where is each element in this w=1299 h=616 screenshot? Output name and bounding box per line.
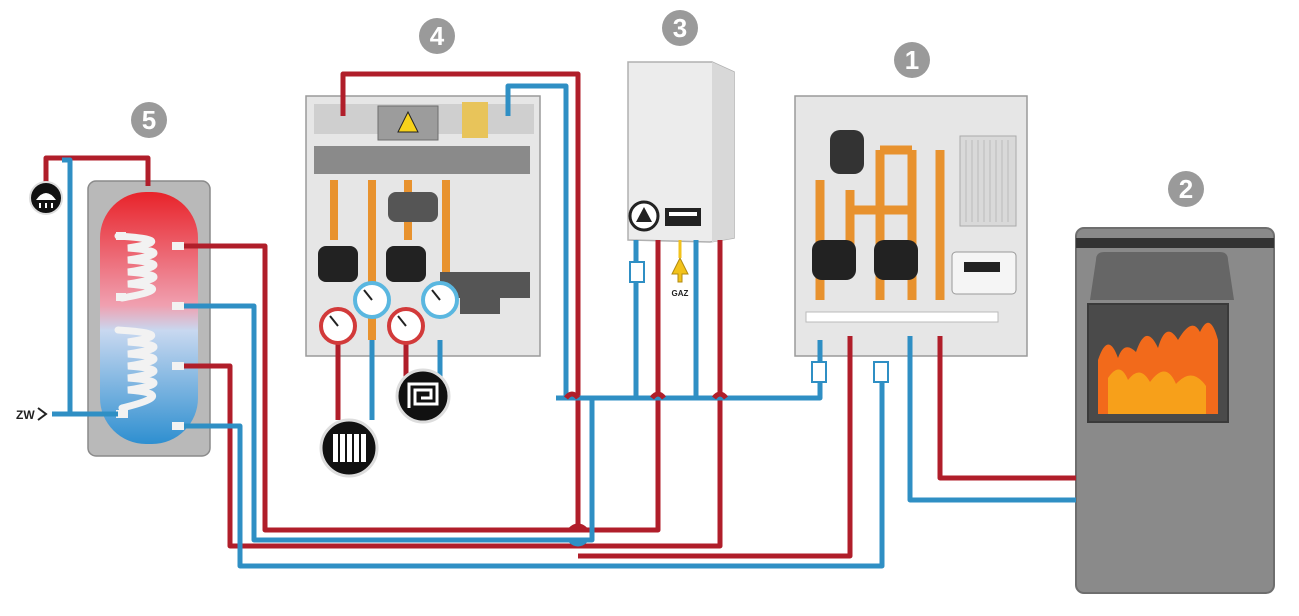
cold-water-label: ZW [16,408,35,422]
flame-icon [1098,322,1218,414]
badge-distribution-unit: 4 [419,18,455,54]
cold-water-arrow-icon [37,407,48,421]
underfloor-heating-icon [395,368,451,424]
upper-coil [114,232,158,302]
boiler-module-panel [794,95,1028,357]
lower-coil [114,326,158,412]
badge-dhw-tank: 5 [131,102,167,138]
gauge-blue-2-icon [421,281,459,319]
gauge-blue-1-icon [353,281,391,319]
solid-fuel-stove [1075,227,1275,594]
badge-boiler-module-number: 1 [905,45,919,75]
badge-stove-number: 2 [1179,174,1193,204]
shower-icon [29,181,63,215]
gauge-red-2-icon [387,307,425,345]
badge-stove: 2 [1168,171,1204,207]
badge-distribution-unit-number: 4 [430,21,445,51]
gas-boiler [627,61,735,243]
gas-label: GAZ [672,289,689,298]
supply-pipes [43,71,1076,559]
dhw-storage-tank [87,180,211,457]
badge-boiler-module: 1 [894,42,930,78]
badge-gas-boiler-number: 3 [673,13,687,43]
gauge-red-1-icon [319,307,357,345]
pipe-crossovers [564,391,728,547]
radiator-icon [319,418,379,478]
badge-dhw-tank-number: 5 [142,105,156,135]
gas-inlet-icon [671,240,689,283]
thermometer-gauges [319,281,459,345]
badge-gas-boiler: 3 [662,10,698,46]
flow-meter-icons [629,261,889,383]
